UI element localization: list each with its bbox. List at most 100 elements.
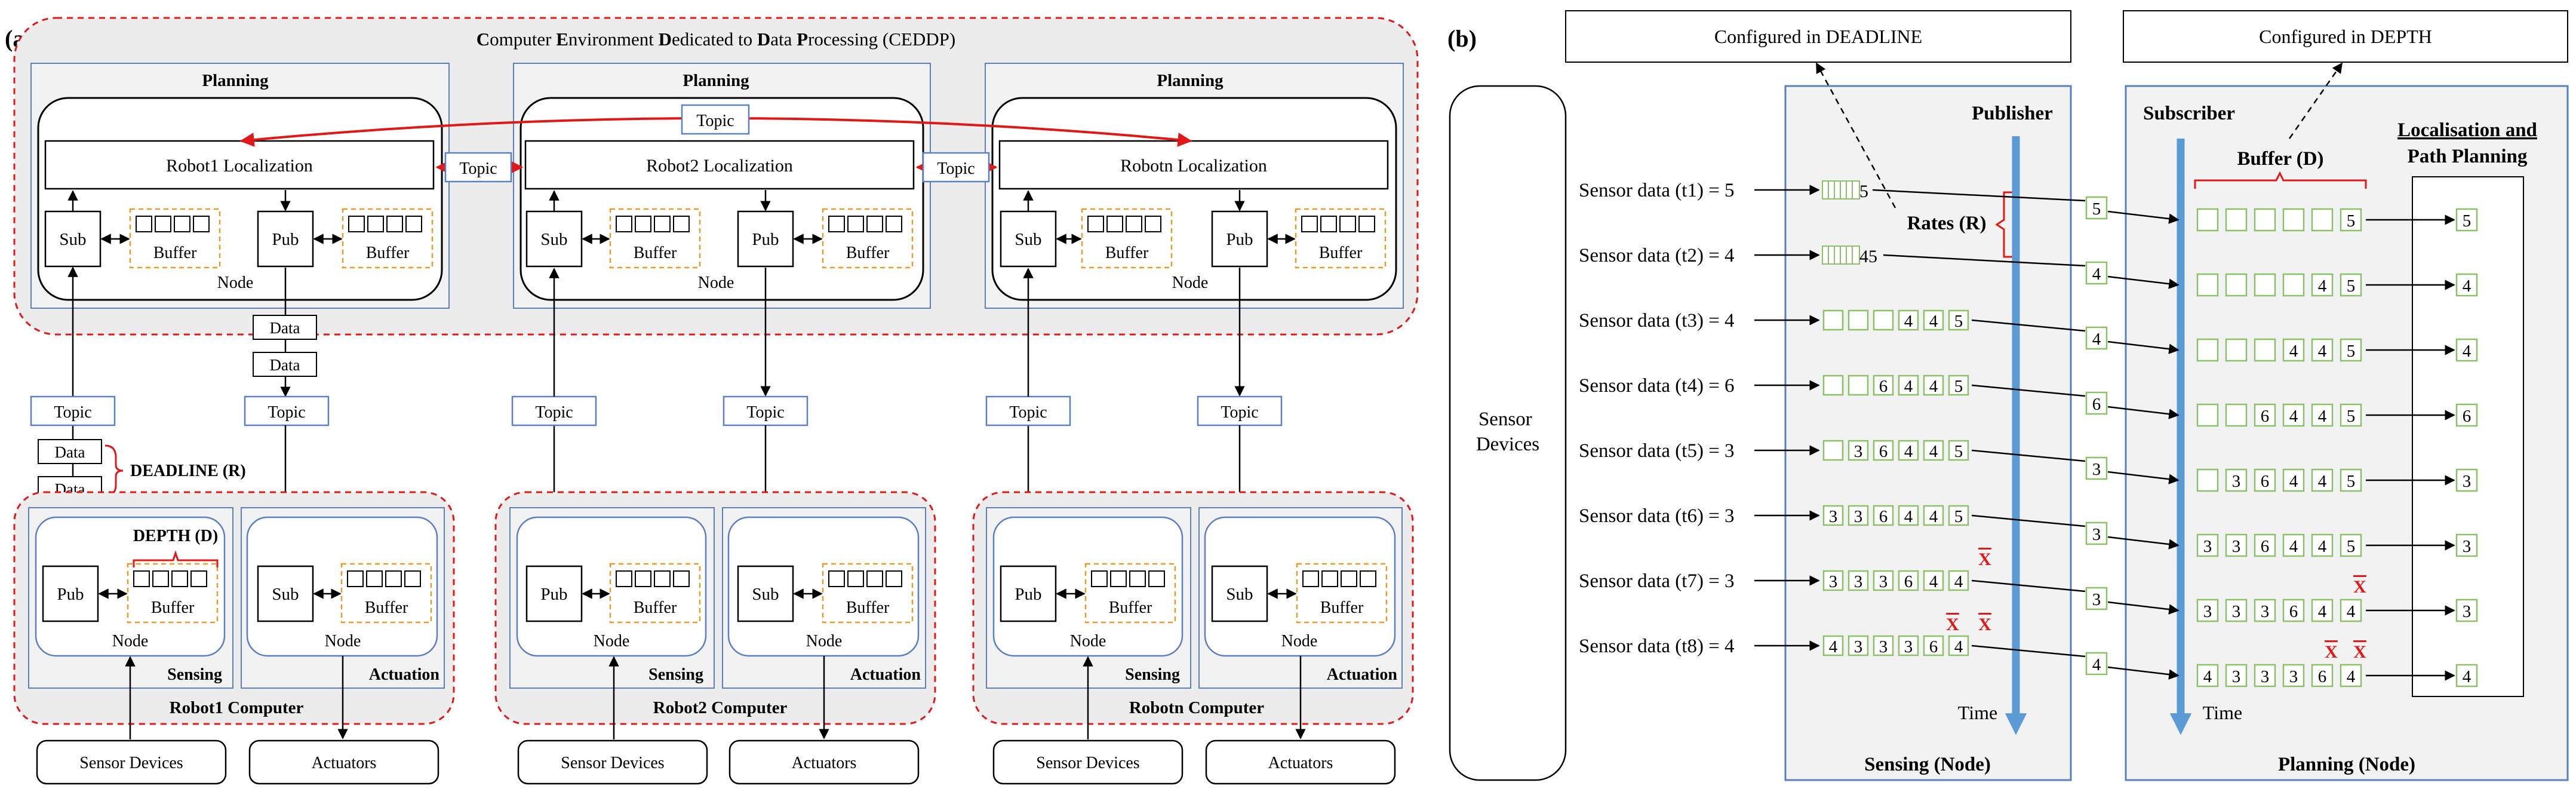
sensor-data-label: Sensor data (t6) = 3 — [1579, 505, 1735, 527]
topic-box — [681, 104, 750, 135]
sub-label: Sub — [1015, 230, 1041, 249]
pub-buffer-slot — [1923, 570, 1944, 591]
sensor-data-label: Sensor data (t8) = 4 — [1579, 636, 1735, 657]
actuation-label: Actuation — [369, 665, 440, 684]
pub-label: Pub — [540, 585, 567, 604]
buffer-slots — [828, 216, 902, 232]
buffer-slots — [136, 216, 210, 232]
sub-buffer-value: 4 — [2318, 602, 2327, 621]
dropped-x-mark: X — [2353, 577, 2366, 597]
sub-buffer-slot — [2340, 273, 2362, 297]
dropped-x-mark: X — [1946, 615, 1959, 634]
computer-label: Robot2 Computer — [653, 698, 788, 717]
buffer-slots — [616, 570, 690, 587]
loc-title-1: Localisation and — [2397, 119, 2537, 141]
topic-label: Topic — [268, 403, 305, 422]
sub-buffer-slot — [2196, 533, 2219, 557]
actuators-label: Actuators — [1268, 754, 1333, 772]
pub-buffer-value: 4 — [1904, 312, 1913, 331]
pub-buffer-value: 6 — [1879, 507, 1888, 526]
buffer-d-label: Buffer (D) — [2237, 148, 2323, 170]
sub-buffer-slot — [2311, 468, 2334, 492]
sub-buffer-value: 3 — [2289, 667, 2298, 686]
sub-buffer-slot — [2311, 273, 2334, 297]
pub-buffer-value: 3 — [1854, 442, 1863, 461]
sub-buffer-slot — [2225, 533, 2248, 557]
sub-buffer-value: 5 — [2347, 407, 2356, 426]
sub-buffer-value: 3 — [2203, 537, 2212, 556]
topic-label: Topic — [746, 403, 784, 422]
robotn-localization — [998, 140, 1389, 190]
pub-buffer-slot — [1822, 440, 1844, 461]
pub-buffer-slot — [1822, 635, 1844, 656]
sub-buffer-slot — [2196, 273, 2219, 297]
loc-value: 3 — [2463, 537, 2472, 556]
topic-box — [985, 395, 1071, 426]
sub-buffer-value: 3 — [2232, 602, 2241, 621]
sub-buffer-slot — [2225, 208, 2248, 232]
planning-label: Planning — [683, 71, 749, 90]
buffer-d-bracket — [2194, 171, 2367, 189]
sub-buffer-value: 3 — [2203, 602, 2212, 621]
sub-buffer-value: 4 — [2347, 602, 2356, 621]
sub-buffer-value: 6 — [2261, 537, 2270, 556]
publisher-label: Publisher — [1972, 103, 2053, 124]
robot1-localization-label: Robot1 Localization — [166, 156, 313, 176]
pub-buffer-value: 5 — [1954, 377, 1963, 396]
topic-label: Topic — [937, 159, 975, 178]
node-label: Node — [1281, 632, 1318, 650]
pub-buffer-slot — [1923, 375, 1944, 396]
sensor-data-label: Sensor data (t5) = 3 — [1579, 440, 1735, 462]
pub-buffer-slot — [1822, 309, 1844, 331]
sub-buffer-slot — [2196, 338, 2219, 362]
sensor-data-label: Sensor data (t3) = 4 — [1579, 310, 1735, 332]
loc-value: 3 — [2463, 472, 2472, 491]
pub-buffer-slot — [1852, 180, 1860, 200]
sub-buffer-slot — [2254, 273, 2276, 297]
message-value: 4 — [2092, 330, 2101, 349]
pub-buffer-value: 3 — [1829, 572, 1838, 591]
rates-label: Rates (R) — [1907, 213, 1987, 234]
msg-to-sub-arrow — [2107, 536, 2180, 550]
message-box — [2085, 587, 2108, 610]
sub-box — [1211, 565, 1268, 622]
sub-buffer-slot — [2282, 338, 2305, 362]
pub-buffer-slot — [1923, 440, 1944, 461]
pub-buffer-value: 3 — [1879, 572, 1888, 591]
sub-buffer-slot — [2254, 598, 2276, 622]
computer-label: Robotn Computer — [1129, 698, 1264, 717]
panel-a: (a) Computer Environment Dedicated to Da… — [5, 17, 1419, 785]
sub-buffer-slot — [2282, 468, 2305, 492]
sub-buffer-slot — [2196, 598, 2219, 622]
sub-buffer-value: 5 — [2347, 342, 2356, 361]
pub-buffer-value: 3 — [1854, 572, 1863, 591]
buffer-label: Buffer — [634, 598, 677, 617]
sub-box — [257, 565, 314, 622]
planning-node — [991, 97, 1397, 301]
sub-label: Sub — [272, 585, 299, 604]
pub-buffer-slot — [1948, 309, 1969, 331]
pub-buffer-value: 4 — [1904, 442, 1913, 461]
pub-buffer-value: 5 — [1954, 507, 1963, 526]
pub-buffer-slot — [1822, 570, 1844, 591]
topic-box — [444, 152, 512, 183]
robot2-connections: Topic Topic — [511, 268, 809, 567]
sub-buffer-slot — [2340, 598, 2362, 622]
pub-buffer-value: 4 — [1929, 572, 1938, 591]
sub-buffer-slot — [2311, 533, 2334, 557]
msg-to-sub-arrow — [2107, 666, 2180, 680]
pub-to-msg-line — [1971, 449, 2086, 462]
pub-buffer-value: 4 — [1904, 507, 1913, 526]
pub-buffer-slot — [1852, 245, 1860, 265]
sensor-devices-box — [992, 739, 1184, 785]
sub-buffer-value: 5 — [2347, 211, 2356, 231]
data-box — [38, 439, 102, 464]
planning-label: Planning — [202, 71, 269, 90]
buffer-label: Buffer — [1109, 598, 1152, 617]
loc-value: 6 — [2463, 407, 2472, 426]
configured-deadline-box — [1565, 10, 2071, 63]
msg-to-sub-arrow — [2107, 210, 2180, 224]
dropped-x-mark: X — [1978, 615, 1991, 634]
pub-to-msg-line — [1872, 189, 2086, 202]
